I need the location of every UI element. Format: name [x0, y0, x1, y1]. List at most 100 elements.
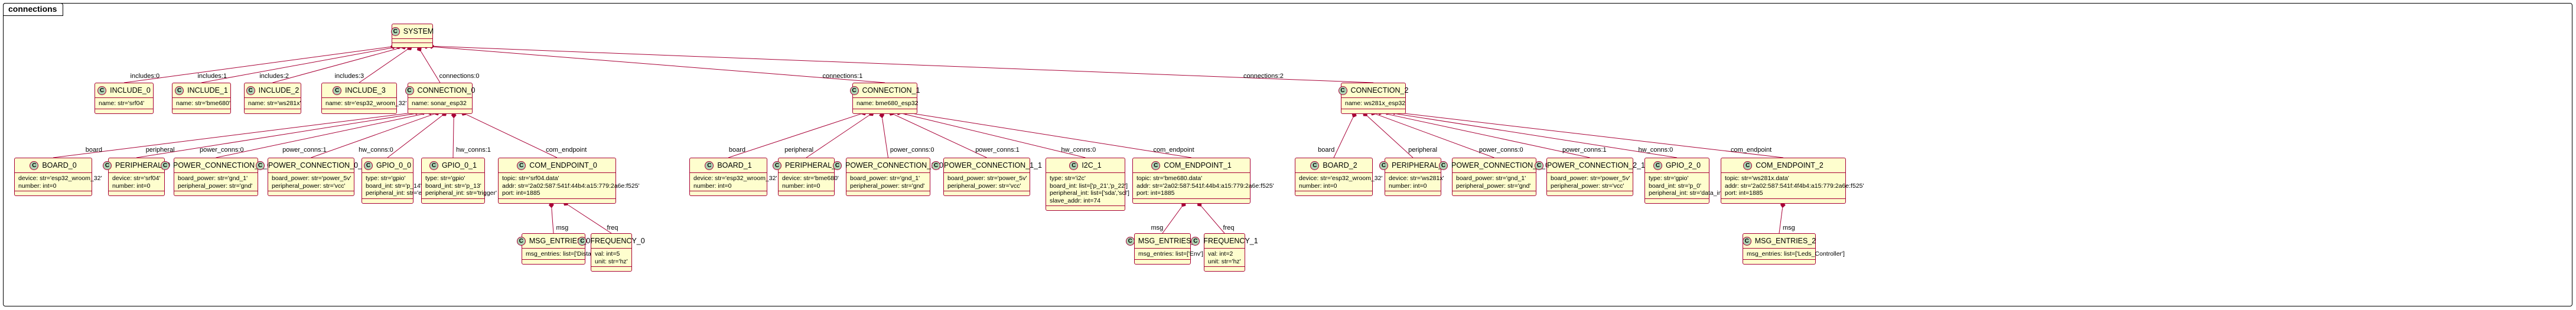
class-name: PERIPHERAL_0: [115, 161, 171, 169]
class-attribute: peripheral_power: str='vcc': [272, 182, 346, 190]
relation-label: peripheral: [145, 146, 175, 154]
class-name: CONNECTION_2: [1350, 86, 1409, 94]
class-name: POWER_CONNECTION_2_0: [1451, 161, 1550, 169]
class-attribute: msg_entries: list=['Env']: [1138, 250, 1203, 257]
class-methods: [853, 108, 917, 113]
relation-line: [901, 113, 1086, 158]
relation-line: [1201, 206, 1225, 234]
class-attribute: board_power: str='power_5v': [1551, 175, 1630, 182]
relation-line: [421, 51, 441, 83]
relation-label: includes:3: [334, 73, 364, 80]
relation-line: [894, 114, 987, 158]
class-methods: [172, 108, 230, 113]
class-name: FREQUENCY_0: [590, 237, 645, 245]
class-name: BOARD_1: [717, 161, 752, 169]
class-attributes: board_power: str='power_5v'peripheral_po…: [268, 173, 354, 191]
class-c-icon: C: [1379, 161, 1388, 170]
class-attribute: name: str='srf04': [99, 100, 145, 107]
class-methods: [245, 108, 301, 113]
class-attribute: board_int: list=['p_21','p_22']: [1050, 182, 1128, 190]
class-methods: [499, 198, 615, 203]
class-methods: [1295, 191, 1372, 195]
class-methods: [268, 191, 354, 195]
class-c-icon: C: [833, 161, 842, 170]
relation-label: power_conns:1: [1562, 146, 1607, 154]
class-name: COM_ENDPOINT_0: [529, 161, 597, 169]
class-attribute: msg_entries: list=['Leds_Controller']: [1747, 250, 1845, 257]
class-c-icon: C: [772, 161, 781, 170]
class-methods: [422, 198, 484, 203]
class-attribute: type: str='gpio': [1649, 175, 1689, 182]
class-methods: [1046, 205, 1125, 210]
class-attribute: number: int=0: [112, 182, 151, 190]
class-methods: [95, 108, 153, 113]
class-name: MSG_ENTRIES_1: [1138, 237, 1200, 245]
class-name: INCLUDE_2: [258, 86, 299, 94]
class-attribute: val: int=2: [1208, 250, 1233, 257]
class-attributes: topic: str='srf04.data'addr: str='2a02:5…: [499, 173, 640, 198]
relation-label: msg: [556, 224, 569, 231]
class-c-icon: C: [161, 161, 170, 170]
class-attributes: device: str='esp32_wroom_32'number: int=…: [15, 173, 102, 191]
class-attributes: board_power: str='gnd_1'peripheral_power…: [174, 173, 258, 191]
relation-label: hw_conns:0: [1061, 146, 1096, 154]
class-attribute: type: str='gpio': [366, 175, 406, 182]
class-name: INCLUDE_3: [345, 86, 386, 94]
class-attributes: name: str='bme680': [172, 98, 230, 109]
class-attribute: topic: str='bme680.data': [1136, 175, 1203, 182]
relation-label: board: [1318, 146, 1335, 154]
relation-line: [1376, 113, 1494, 158]
class-c-icon: C: [1191, 236, 1200, 246]
class-attribute: peripheral_power: str='vcc': [1551, 182, 1624, 190]
class-name: GPIO_2_0: [1665, 161, 1701, 169]
class-methods: [690, 191, 767, 195]
package-frame: [3, 3, 2572, 306]
package-tab: connections: [3, 3, 64, 16]
class-attribute: name: bme680_esp32: [857, 100, 919, 107]
relation-label: connections:0: [439, 73, 480, 80]
class-methods: [1547, 191, 1633, 195]
relation-label: board: [728, 146, 746, 154]
class-attributes: msg_entries: list=['Distance']: [522, 249, 604, 259]
class-c-icon: C: [1743, 161, 1753, 170]
relation-line: [882, 118, 888, 158]
class-attribute: peripheral_int: str='trigger': [425, 190, 497, 197]
class-attributes: device: str='srf04'number: int=0: [109, 173, 164, 191]
class-attribute: port: int=1885: [1136, 190, 1175, 197]
class-attributes: name: bme680_esp32: [853, 98, 919, 109]
relation-label: peripheral: [784, 146, 814, 154]
class-name: SYSTEM: [403, 27, 434, 35]
class-methods: [392, 43, 432, 47]
class-methods: [1135, 259, 1190, 264]
class-methods: [408, 108, 472, 113]
class-name: COM_ENDPOINT_2: [1756, 161, 1823, 169]
relation-label: msg: [1782, 224, 1795, 231]
class-attributes: board_power: str='gnd_1'peripheral_power…: [1453, 173, 1536, 191]
class-attribute: board_power: str='gnd_1': [1456, 175, 1526, 182]
class-attributes: name: sonar_esp32: [408, 98, 472, 109]
